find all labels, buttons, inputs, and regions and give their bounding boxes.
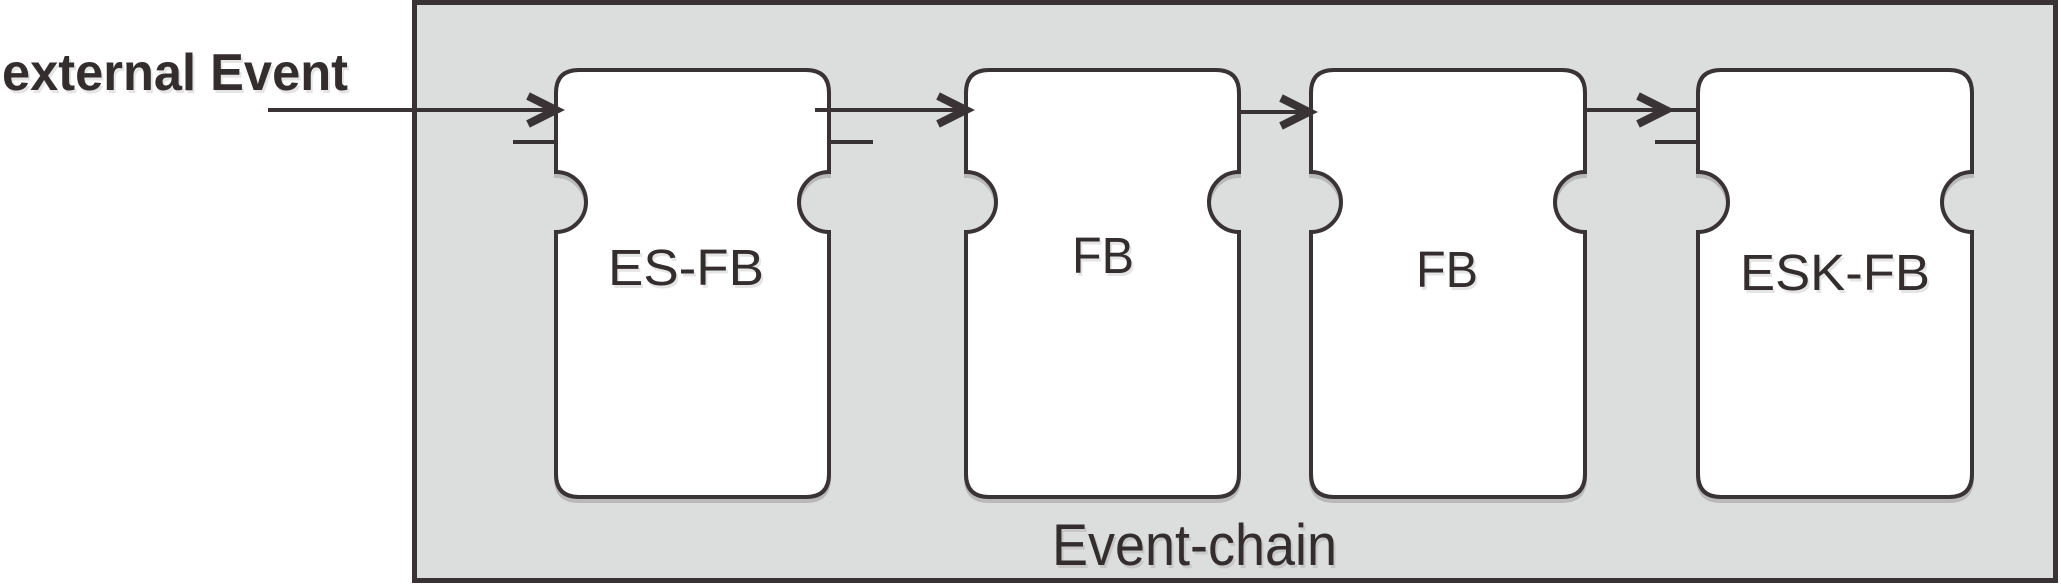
- arrow-head-icon: [1636, 92, 1675, 128]
- block-label-fb-2: FB: [1416, 241, 1478, 298]
- event-chain-label: Event-chain: [1052, 513, 1337, 578]
- function-block-es-fb: [554, 68, 831, 499]
- arrow-head-icon: [526, 92, 565, 128]
- arrow-head-icon: [936, 92, 975, 128]
- arrow-head-icon: [1279, 94, 1318, 130]
- block-label-fb-1: FB: [1072, 227, 1134, 284]
- external-event-label: external Event: [2, 44, 348, 102]
- block-label-esk-fb: ESK-FB: [1740, 244, 1930, 301]
- function-blocks: [554, 68, 1974, 499]
- function-block-esk-fb: [1696, 68, 1974, 499]
- event-connections: [268, 92, 1699, 144]
- block-label-es-fb: ES-FB: [608, 239, 764, 296]
- function-block-fb-2: [1309, 68, 1587, 499]
- function-block-fb-1: [964, 68, 1241, 499]
